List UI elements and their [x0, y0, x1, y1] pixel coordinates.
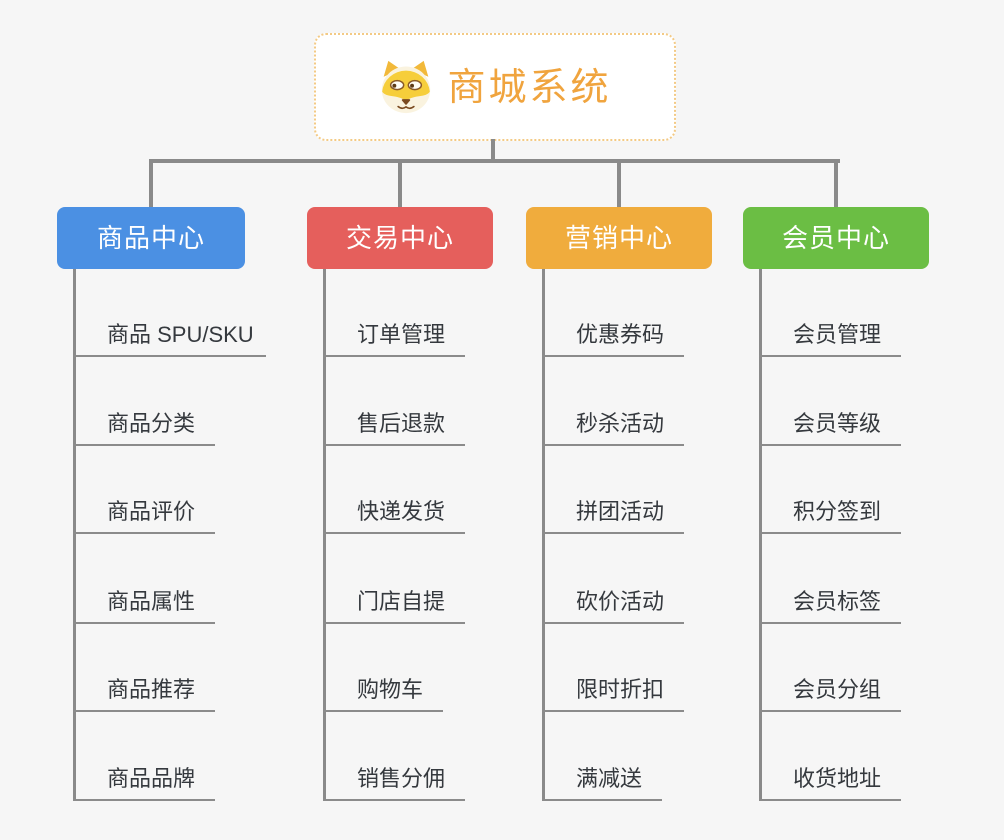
- sub-node[interactable]: 满减送: [542, 765, 663, 801]
- sub-node[interactable]: 拼团活动: [542, 498, 685, 534]
- sub-node[interactable]: 会员等级: [759, 410, 902, 446]
- sub-node[interactable]: 会员分组: [759, 676, 902, 712]
- connector-horizontal-line: [149, 159, 840, 163]
- connector-branch2-stub: [398, 159, 402, 207]
- sub-node[interactable]: 商品推荐: [73, 676, 216, 712]
- branch4-trunk-line: [759, 269, 762, 801]
- sub-node[interactable]: 秒杀活动: [542, 410, 685, 446]
- sub-node[interactable]: 会员标签: [759, 588, 902, 624]
- connector-branch4-stub: [834, 159, 838, 207]
- sub-node[interactable]: 销售分佣: [323, 765, 466, 801]
- sub-node[interactable]: 商品品牌: [73, 765, 216, 801]
- branch3-trunk-line: [542, 269, 545, 801]
- connector-branch1-stub: [149, 159, 153, 207]
- branch1-trunk-line: [73, 269, 76, 801]
- branch-node-marketing-center[interactable]: 营销中心: [526, 207, 712, 269]
- connector-root-stub: [491, 139, 495, 163]
- sub-node[interactable]: 优惠券码: [542, 321, 685, 357]
- sub-node[interactable]: 收货地址: [759, 765, 902, 801]
- sub-node[interactable]: 积分签到: [759, 498, 902, 534]
- root-node[interactable]: 商城系统: [314, 33, 676, 141]
- sub-node[interactable]: 会员管理: [759, 321, 902, 357]
- branch-node-product-center[interactable]: 商品中心: [57, 207, 245, 269]
- connector-branch3-stub: [617, 159, 621, 207]
- sub-node[interactable]: 订单管理: [323, 321, 466, 357]
- branch-node-trade-center[interactable]: 交易中心: [307, 207, 493, 269]
- branch2-trunk-line: [323, 269, 326, 801]
- sub-node[interactable]: 购物车: [323, 676, 444, 712]
- sub-node[interactable]: 快递发货: [323, 498, 466, 534]
- sub-node[interactable]: 售后退款: [323, 410, 466, 446]
- sub-node[interactable]: 商品属性: [73, 588, 216, 624]
- sub-node[interactable]: 限时折扣: [542, 676, 685, 712]
- sub-node[interactable]: 商品 SPU/SKU: [73, 321, 266, 357]
- root-title: 商城系统: [447, 67, 612, 109]
- dog-face-icon: [382, 60, 431, 114]
- sub-node[interactable]: 门店自提: [323, 588, 466, 624]
- sub-node[interactable]: 商品分类: [73, 410, 216, 446]
- branch-node-member-center[interactable]: 会员中心: [743, 207, 929, 269]
- sub-node[interactable]: 商品评价: [73, 498, 216, 534]
- sub-node[interactable]: 砍价活动: [542, 588, 685, 624]
